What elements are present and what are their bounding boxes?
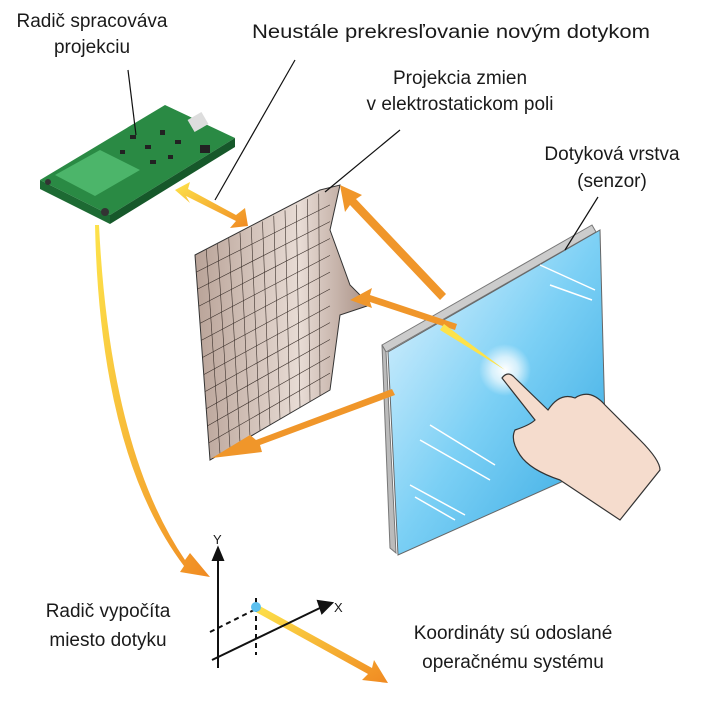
axis-x-label: X <box>334 600 343 615</box>
label-projection-1: Projekcia zmien <box>393 68 527 89</box>
label-controller-computes-2: miesto dotyku <box>49 630 166 651</box>
controller-board-icon <box>40 105 235 224</box>
coordinate-axes <box>209 545 335 668</box>
label-controller-computes-1: Radič vypočíta <box>46 601 171 622</box>
label-controller-processing-1: Radič spracováva <box>16 11 167 32</box>
mesh-line <box>307 199 311 402</box>
label-coordinates-sent-2: operačnému systému <box>422 652 604 673</box>
label-coordinates-sent-1: Koordináty sú odoslané <box>414 623 613 644</box>
label-projection-2: v elektrostatickom poli <box>367 94 554 115</box>
mesh-line <box>208 372 331 444</box>
mesh-line <box>318 193 321 396</box>
leader-lines <box>127 59 599 251</box>
label-redraw: Neustále prekresľovanie novým dotykom <box>252 22 650 43</box>
label-controller-processing-2: projekciu <box>54 37 130 58</box>
label-touch-layer-1: Dotyková vrstva <box>544 144 680 165</box>
electrostatic-field-mesh <box>194 184 371 461</box>
finger-hand-icon <box>501 373 661 521</box>
touch-sensor-layer <box>381 224 607 556</box>
flow-arrows <box>95 182 505 683</box>
axis-y-label: Y <box>213 532 222 547</box>
label-touch-layer-2: (senzor) <box>577 171 647 192</box>
